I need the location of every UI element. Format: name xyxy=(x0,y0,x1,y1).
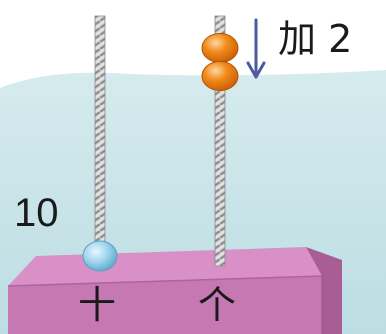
abacus-base xyxy=(7,247,342,334)
ones-bead-lower xyxy=(201,61,239,91)
tens-bead xyxy=(82,240,118,272)
operation-label: 加 2 xyxy=(278,17,353,61)
ones-bead-upper xyxy=(201,33,239,63)
base-side xyxy=(306,247,342,334)
tens-value-label: 10 xyxy=(14,191,59,235)
base-front xyxy=(8,276,322,334)
down-arrow-icon xyxy=(246,18,266,79)
ones-column-label: 个 xyxy=(198,283,237,327)
tens-column-label: 十 xyxy=(78,283,117,327)
tens-rod xyxy=(94,15,106,265)
ones-rod xyxy=(214,15,226,267)
